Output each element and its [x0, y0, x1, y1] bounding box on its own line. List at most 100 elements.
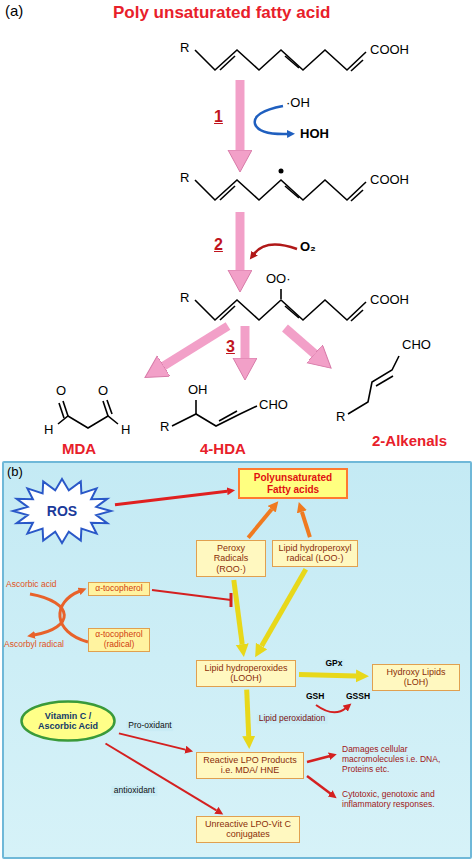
node-text: Lipid hydroperoxides (LOOH): [200, 663, 292, 684]
connector: [247, 690, 249, 736]
text-label: 4-HDA: [200, 440, 246, 457]
process-box: Lipid hydroperoxyl radical (LOO·): [272, 540, 358, 567]
step-arrow: [285, 328, 316, 355]
connector: [299, 675, 356, 676]
starburst-shape: [13, 479, 111, 543]
text-label: O: [98, 384, 108, 399]
oval-shape: [22, 702, 115, 741]
node-text: Polyunsaturated Fatty acids: [244, 472, 342, 495]
substrate-box: Polyunsaturated Fatty acids: [238, 468, 348, 499]
radical-dot: [279, 169, 284, 174]
edge-label: Pro-oxidant: [126, 722, 173, 732]
text-label: 3: [226, 338, 235, 356]
glutathione-arrow: [316, 705, 346, 712]
edge-label: GPx: [323, 660, 344, 670]
text-label: Damages cellular macromolecules i.e. DNA…: [342, 745, 466, 774]
node-text: Peroxy Radicals (ROO·): [200, 543, 262, 574]
text-label: R: [180, 291, 189, 306]
bond: [195, 400, 197, 414]
peroxy-bond: [280, 289, 282, 299]
process-box: Lipid hydroperoxides (LOOH): [196, 660, 296, 687]
text-label: 1: [214, 108, 223, 126]
bond: [103, 401, 108, 416]
text-label: OH: [188, 383, 208, 398]
vitamin-oval: Vitamin C / Ascorbic Acid: [20, 700, 116, 742]
text-label: R: [160, 420, 169, 435]
text-label: H: [121, 423, 130, 438]
text-label: COOH: [370, 43, 409, 58]
text-label: COOH: [370, 293, 409, 308]
text-label: 2-Alkenals: [372, 432, 447, 449]
process-box: Hydroxy Lipids (LOH): [372, 664, 460, 691]
oxygen-arrow: [254, 245, 297, 254]
connector: [302, 512, 310, 537]
text-label: ·OH: [286, 96, 310, 111]
ros-starburst: ROS: [12, 478, 112, 544]
connector: [248, 509, 272, 537]
effect-arrow: [307, 776, 331, 794]
antioxidant-box: α-tocopherol: [88, 582, 150, 596]
node-text: Vitamin C / Ascorbic Acid: [34, 711, 102, 732]
step-arrow: [236, 80, 245, 152]
text-label: 2: [214, 236, 223, 254]
inhibition-bar: [230, 593, 233, 607]
text-label: HOH: [300, 127, 329, 142]
edge-label: antioxidant: [112, 786, 157, 796]
redox-cycle-arrow: [60, 591, 88, 642]
structure-peroxyl: [195, 300, 366, 321]
bonds: [172, 406, 257, 426]
effect-arrow: [307, 756, 330, 762]
inhibition-line: [152, 590, 231, 600]
connector: [119, 733, 185, 749]
bonds: [348, 356, 399, 414]
text-label: Ascorbic acid: [6, 580, 57, 590]
double-bond: [59, 403, 64, 418]
connector: [115, 491, 227, 504]
alkenal-structure: [348, 356, 399, 414]
mda-structure: [58, 400, 118, 428]
text-label: O: [56, 384, 66, 399]
node-text: Hydroxy Lipids (LOH): [376, 667, 456, 688]
text-label: H: [44, 423, 53, 438]
node-text: Reactive LPO Products i.e. MDA/ HNE: [200, 755, 300, 776]
text-label: CHO: [259, 398, 288, 413]
double-bond: [107, 400, 112, 414]
process-box: Peroxy Radicals (ROO·): [196, 540, 266, 577]
text-label: R: [180, 171, 189, 186]
hydroxyl-arrow: [255, 106, 288, 134]
antioxidant-box: α-tocopherol (radical): [88, 628, 150, 652]
text-label: COOH: [370, 173, 409, 188]
process-box: Reactive LPO Products i.e. MDA/ HNE: [196, 752, 304, 779]
double-bond: [376, 376, 393, 386]
node-text: α-tocopherol: [92, 584, 146, 594]
bond: [63, 401, 68, 416]
text-label: Poly unsaturated fatty acid: [113, 3, 330, 23]
hda-structure: [172, 400, 257, 426]
text-label: Ascorbyl radical: [4, 640, 64, 650]
text-label: MDA: [62, 440, 96, 457]
text-label: GSH: [306, 692, 324, 702]
text-label: (a): [5, 2, 23, 19]
text-label: OO·: [266, 272, 291, 287]
step-arrow: [162, 326, 228, 367]
text-label: CHO: [402, 338, 431, 353]
node-text: ROS: [47, 503, 77, 519]
node-text: Lipid hydroperoxyl radical (LOO·): [276, 543, 354, 564]
node-text: α-tocopherol (radical): [92, 630, 146, 650]
process-box: Unreactive LPO-Vit C conjugates: [196, 816, 300, 843]
edge-label: Lipid peroxidation: [257, 714, 328, 724]
connector: [262, 569, 306, 646]
text-label: (b): [7, 465, 23, 480]
node-text: Unreactive LPO-Vit C conjugates: [200, 819, 296, 840]
bonds: [58, 416, 118, 428]
step-arrow: [236, 212, 245, 272]
text-label: Cytotoxic, genotoxic and inflammatory re…: [342, 790, 466, 810]
structure-pufa: [195, 50, 366, 71]
step-arrow: [241, 326, 250, 360]
connector: [234, 580, 242, 644]
text-label: O₂: [300, 240, 316, 255]
text-label: R: [336, 410, 345, 425]
double-bond: [219, 411, 237, 421]
text-label: GSSH: [346, 692, 370, 702]
